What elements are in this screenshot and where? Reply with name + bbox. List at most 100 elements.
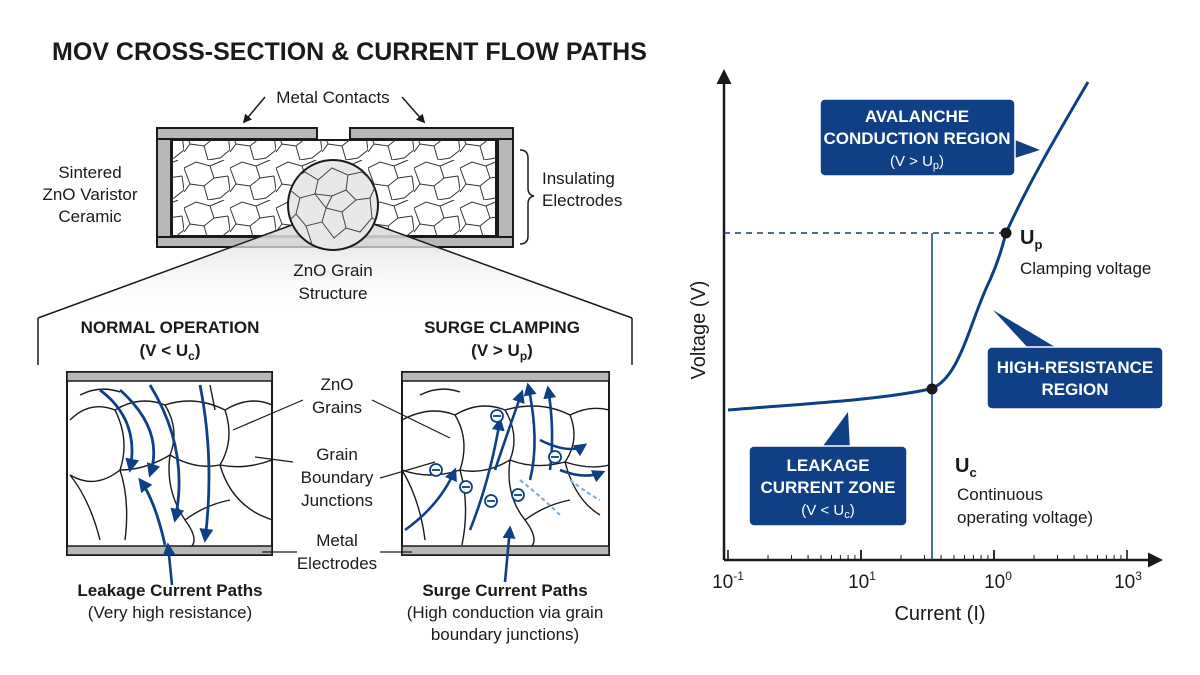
uc-point (926, 383, 938, 395)
x-tick-label-4: 103 (1114, 569, 1142, 593)
top-right-contact (349, 127, 514, 140)
zoom-line-right (367, 221, 633, 319)
normal-operation-panel (66, 371, 273, 556)
surge-caption-pointer (502, 525, 516, 583)
metal-electrodes-label: Metal Electrodes (297, 531, 377, 573)
insulating-electrodes-label: Insulating Electrodes (542, 169, 622, 210)
leakage-path-5 (138, 477, 167, 546)
surge-clamping-panel (401, 371, 610, 556)
leakage-path-2 (119, 388, 161, 478)
electron-4 (490, 409, 504, 423)
electron-2 (459, 480, 473, 494)
leakage-path-4 (198, 384, 214, 543)
x-axis-title: Current (I) (894, 603, 985, 625)
surge-paths-caption: Surge Current Paths (422, 581, 587, 600)
metal-contacts-label: Metal Contacts (276, 88, 389, 107)
grain-magnifier (287, 159, 379, 251)
svg-text:Continuous: Continuous (957, 485, 1043, 504)
metal-contacts-pointer-left (242, 96, 266, 124)
surge-top-electrode (401, 371, 610, 382)
svg-text:boundary junctions): boundary junctions) (431, 625, 579, 644)
normal-top-electrode (66, 371, 273, 382)
surge-diffuse-path-1 (519, 479, 561, 516)
leakage-path-1 (99, 388, 140, 473)
leakage-callout: LEAKAGE CURRENT ZONE (V < Uc) (748, 412, 908, 527)
svg-text:Insulating: Insulating (542, 169, 615, 188)
grain-structure-label: ZnO Grain Structure (293, 261, 372, 303)
svg-text:Electrodes: Electrodes (542, 191, 622, 210)
electron-1 (429, 463, 443, 477)
x-tick-label-1: 10-1 (712, 569, 744, 593)
surge-bottom-electrode (401, 545, 610, 556)
svg-text:Grains: Grains (312, 398, 362, 417)
zno-grains-pointer-right (371, 399, 451, 439)
insulating-brace (519, 149, 535, 245)
svg-text:ZnO Grain: ZnO Grain (293, 261, 372, 280)
y-axis-title: Voltage (V) (688, 281, 710, 380)
metal-contacts-pointer-right (401, 96, 426, 124)
grain-boundary-pointer-left (254, 456, 294, 463)
surge-clamping-title: SURGE CLAMPING (424, 318, 580, 337)
svg-text:operating voltage): operating voltage) (957, 508, 1093, 527)
surge-path-6 (539, 438, 588, 457)
up-label: Up (1020, 227, 1042, 252)
svg-text:Metal: Metal (316, 531, 358, 550)
electron-6 (548, 450, 562, 464)
electron-5 (511, 488, 525, 502)
svg-text:REGION: REGION (1041, 380, 1108, 399)
x-tick-label-2: 101 (848, 569, 876, 593)
svg-text:AVALANCHE: AVALANCHE (865, 107, 969, 126)
svg-text:ZnO Varistor: ZnO Varistor (42, 185, 137, 204)
vi-chart: 10-1 101 100 103 Current (I) Voltage (V)… (688, 69, 1164, 625)
sintered-ceramic-label: Sintered ZnO Varistor Ceramic (42, 163, 137, 226)
x-axis-minor-ticks (727, 550, 1128, 560)
top-left-contact (156, 127, 318, 140)
svg-text:ZnO: ZnO (320, 375, 353, 394)
vi-curve (727, 81, 1090, 412)
svg-text:Electrodes: Electrodes (297, 554, 377, 573)
zoom-cone (38, 222, 632, 318)
svg-text:Ceramic: Ceramic (58, 207, 122, 226)
zno-grains-label: ZnO Grains (312, 375, 362, 417)
avalanche-callout: AVALANCHE CONDUCTION REGION (V > Up) (819, 98, 1040, 177)
svg-text:(V < Uc): (V < Uc) (801, 502, 854, 521)
svg-text:Boundary: Boundary (301, 468, 374, 487)
high-resistance-callout: HIGH-RESISTANCE REGION (986, 310, 1164, 410)
svg-text:Junctions: Junctions (301, 491, 373, 510)
electron-markers (429, 409, 562, 508)
svg-text:Structure: Structure (299, 284, 368, 303)
uc-description: Continuous operating voltage) (957, 485, 1093, 527)
surge-path-1 (404, 467, 457, 532)
surge-diffuse-path-2 (569, 479, 601, 501)
svg-text:HIGH-RESISTANCE: HIGH-RESISTANCE (997, 358, 1153, 377)
svg-text:Grain: Grain (316, 445, 358, 464)
uc-label: Uc (955, 455, 977, 480)
grain-boundary-pointer-right (379, 461, 436, 479)
surge-path-3 (493, 389, 525, 471)
svg-text:(High conduction via grain: (High conduction via grain (407, 603, 604, 622)
leakage-paths-caption: Leakage Current Paths (77, 581, 262, 600)
svg-text:CONDUCTION REGION: CONDUCTION REGION (824, 129, 1011, 148)
surge-clamping-condition: (V > Up) (471, 341, 533, 363)
diagram-title: MOV CROSS-SECTION & CURRENT FLOW PATHS (52, 38, 647, 66)
surge-path-2 (468, 417, 505, 531)
leakage-paths-note: (Very high resistance) (88, 603, 252, 622)
normal-operation-title: NORMAL OPERATION (81, 318, 260, 337)
leakage-caption-pointer (162, 542, 176, 586)
up-description: Clamping voltage (1020, 259, 1151, 278)
svg-text:(V > Up): (V > Up) (890, 153, 944, 172)
left-electrode (156, 138, 172, 248)
x-tick-label-3: 100 (984, 569, 1012, 593)
normal-operation-condition: (V < Uc) (139, 341, 200, 363)
up-point (1000, 227, 1012, 239)
surge-path-4 (523, 382, 537, 481)
svg-text:CURRENT ZONE: CURRENT ZONE (760, 478, 895, 497)
electron-3 (484, 494, 498, 508)
svg-text:Sintered: Sintered (58, 163, 121, 182)
leakage-path-3 (148, 384, 185, 523)
surge-path-7 (559, 468, 606, 483)
svg-text:LEAKAGE: LEAKAGE (786, 456, 869, 475)
right-electrode (497, 138, 514, 248)
zno-grains-pointer-left (232, 399, 304, 431)
